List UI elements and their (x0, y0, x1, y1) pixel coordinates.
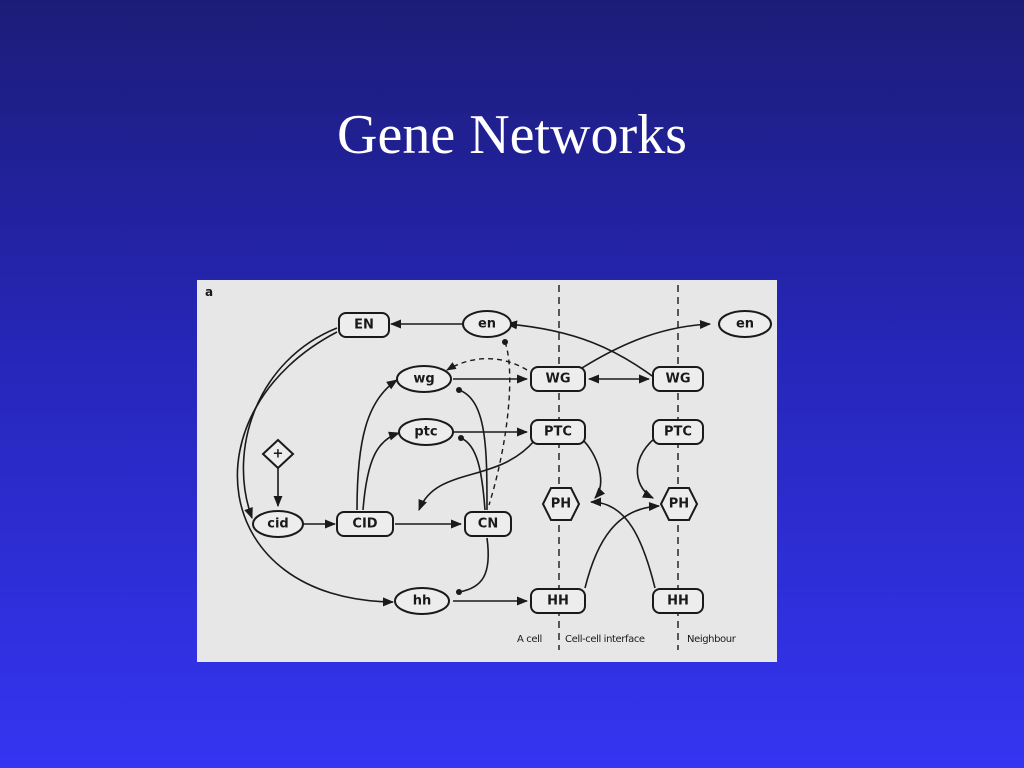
node-plus: + (261, 438, 295, 470)
node-en: en (462, 310, 512, 338)
svg-text:PTC: PTC (664, 425, 692, 440)
svg-text:EN: EN (354, 318, 374, 333)
edge-EN-to-cid (242, 327, 338, 520)
node-PTC-neighbour: PTC (652, 419, 704, 445)
svg-text:en: en (478, 317, 496, 332)
edge-CN-to-wg (458, 389, 488, 511)
svg-text:CN: CN (478, 517, 498, 532)
edge-dashed-en-CN (488, 341, 511, 506)
edge-CN-to-ptc (460, 437, 486, 511)
svg-text:WG: WG (545, 372, 570, 387)
edge-CID-to-ptc (362, 431, 401, 511)
gene-network-figure: a (197, 280, 777, 662)
node-HH-neighbour: HH (652, 588, 704, 614)
edge-dot-hh (456, 589, 462, 595)
node-wg: wg (396, 365, 452, 393)
footer-neighbour: Neighbour (687, 634, 737, 645)
node-ptc: ptc (398, 418, 454, 446)
svg-text:+: + (273, 447, 284, 462)
panel-label: a (205, 285, 213, 299)
node-CN: CN (464, 511, 512, 537)
svg-text:HH: HH (547, 594, 569, 609)
edge-dot-ptc (458, 435, 464, 441)
edge-PTC-to-PH (580, 437, 606, 499)
edge-EN-to-hh (236, 331, 395, 607)
edge-PTC-to-CN (418, 439, 536, 512)
node-CID: CID (336, 511, 394, 537)
slide-title: Gene Networks (337, 104, 687, 166)
svg-text:CID: CID (352, 517, 377, 532)
node-en-neighbour: en (718, 310, 772, 338)
footer-a-cell: A cell (517, 634, 542, 645)
edge-CID-to-wg (356, 379, 398, 511)
svg-text:cid: cid (267, 517, 288, 532)
svg-text:WG: WG (665, 372, 690, 387)
edge-PTCn-to-PHn (636, 437, 656, 499)
node-WG-neighbour: WG (652, 366, 704, 392)
edge-HHn-to-PH (589, 497, 656, 589)
gene-network-diagram: a (205, 285, 772, 650)
svg-text:en: en (736, 317, 754, 332)
node-cid: cid (252, 510, 304, 538)
node-hh: hh (394, 587, 450, 615)
edge-dot-en (502, 339, 508, 345)
edge-WG-neighbour-to-en (505, 320, 656, 379)
svg-text:PH: PH (669, 497, 689, 512)
node-PH: PH (541, 487, 581, 521)
edge-WG-to-en-neighbour (581, 319, 712, 369)
node-EN: EN (338, 312, 390, 338)
node-HH: HH (530, 588, 586, 614)
footer-interface: Cell-cell interface (565, 634, 645, 645)
node-PTC: PTC (530, 419, 586, 445)
node-WG: WG (530, 366, 586, 392)
svg-text:ptc: ptc (414, 425, 437, 440)
edge-dot-wg (456, 387, 462, 393)
edge-CN-to-hh (458, 537, 489, 593)
edge-HH-to-PHn (584, 502, 661, 589)
edge-WG-to-wg-dashed (446, 358, 528, 371)
node-PH-neighbour: PH (659, 487, 699, 521)
svg-text:wg: wg (413, 372, 434, 387)
svg-text:PH: PH (551, 497, 571, 512)
svg-text:HH: HH (667, 594, 689, 609)
svg-text:hh: hh (413, 594, 432, 609)
svg-text:PTC: PTC (544, 425, 572, 440)
